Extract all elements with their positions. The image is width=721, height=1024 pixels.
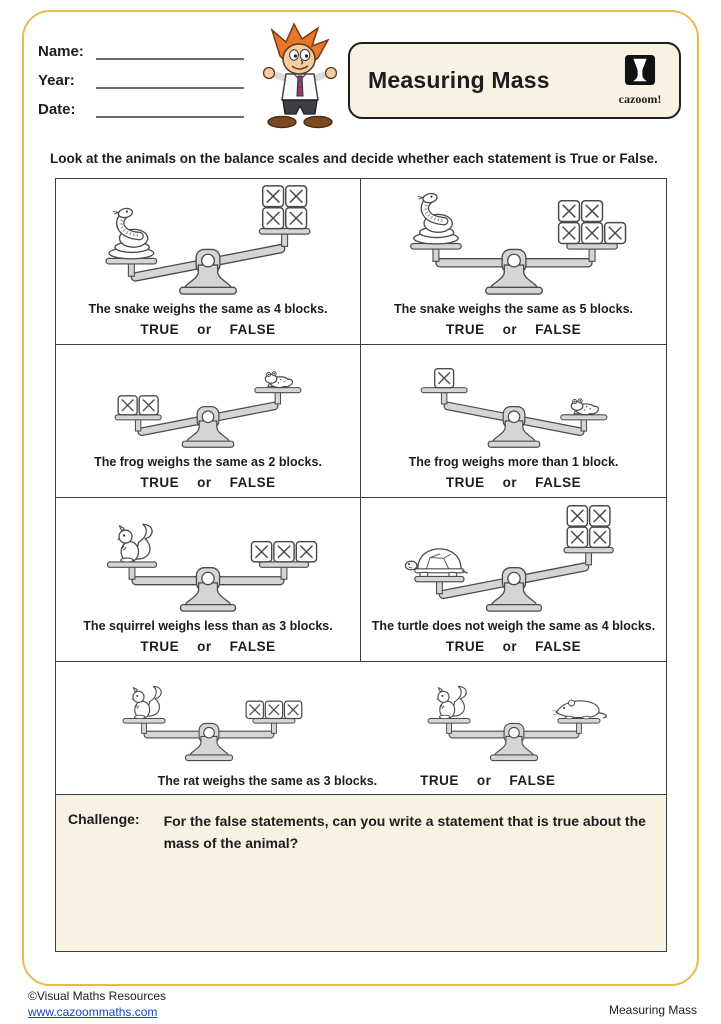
true-false-options: TRUE or FALSE: [411, 773, 564, 788]
false-option: FALSE: [535, 639, 582, 654]
title-box: Measuring Mass cazoom!: [348, 42, 681, 119]
question-cell-6: The turtle does not weigh the same as 4 …: [361, 498, 666, 662]
cazoom-logo: cazoom!: [611, 54, 669, 107]
question-cell-5: The squirrel weighs less than as 3 block…: [56, 498, 361, 662]
year-field-row: Year:: [38, 69, 244, 89]
true-false-options: TRUE or FALSE: [131, 475, 284, 490]
true-option: TRUE: [445, 322, 485, 337]
question-cell-4: The frog weighs more than 1 block. TRUE o…: [361, 345, 666, 498]
statement-text: The snake weighs the same as 4 blocks.: [88, 302, 328, 316]
false-option: FALSE: [229, 475, 276, 490]
question-cell-1: The snake weighs the same as 4 blocks. T…: [56, 179, 361, 345]
challenge-section: Challenge: For the false statements, can…: [56, 795, 666, 951]
or-label: or: [502, 322, 518, 337]
balance-scale-squirrel-3blocks: [68, 504, 348, 614]
challenge-label: Challenge:: [68, 811, 140, 827]
instruction-text: Look at the animals on the balance scale…: [50, 151, 658, 166]
year-label: Year:: [38, 72, 75, 89]
true-option: TRUE: [140, 475, 180, 490]
mascot-illustration: [252, 22, 348, 143]
question-cell-7: The rat weighs the same as 3 blocks. TRU…: [56, 662, 666, 795]
or-label: or: [502, 639, 518, 654]
statement-text: The squirrel weighs less than as 3 block…: [83, 619, 333, 633]
false-option: FALSE: [535, 322, 582, 337]
wide-statement-row: The rat weighs the same as 3 blocks. TRU…: [56, 767, 666, 788]
name-field-row: Name:: [38, 40, 244, 60]
balance-scale-snake-4blocks: [68, 184, 348, 297]
statement-text: The turtle does not weigh the same as 4 …: [371, 619, 656, 633]
or-label: or: [502, 475, 518, 490]
copyright-text: ©Visual Maths Resources: [28, 989, 167, 1003]
or-label: or: [476, 773, 492, 788]
footer-title: Measuring Mass: [608, 1003, 697, 1017]
cazoom-logo-text: cazoom!: [618, 92, 662, 106]
or-label: or: [197, 639, 212, 654]
false-option: FALSE: [229, 639, 276, 654]
true-option: TRUE: [140, 639, 180, 654]
true-option: TRUE: [140, 322, 180, 337]
false-option: FALSE: [229, 322, 276, 337]
statement-text: The frog weighs the same as 2 blocks.: [94, 455, 322, 469]
statement-text: The snake weighs the same as 5 blocks.: [394, 302, 633, 316]
true-false-options: TRUE or FALSE: [437, 322, 590, 337]
date-write-line: [96, 100, 244, 118]
or-label: or: [197, 322, 212, 337]
statement-text: The rat weighs the same as 3 blocks.: [157, 774, 378, 788]
website-link[interactable]: www.cazoommaths.com: [28, 1005, 158, 1020]
name-write-line: [96, 42, 244, 60]
date-label: Date:: [38, 101, 76, 118]
page-title: Measuring Mass: [368, 67, 550, 93]
true-option: TRUE: [445, 639, 485, 654]
name-label: Name:: [38, 43, 84, 60]
or-label: or: [197, 475, 212, 490]
balance-scale-squirrel-3blocks: [69, 669, 349, 763]
balance-scale-turtle-4blocks: [374, 504, 654, 614]
true-false-options: TRUE or FALSE: [131, 639, 284, 654]
challenge-text: For the false statements, can you write …: [163, 813, 646, 851]
true-false-options: TRUE or FALSE: [437, 475, 590, 490]
true-false-options: TRUE or FALSE: [131, 322, 284, 337]
balance-scale-squirrel-rat: [374, 669, 654, 763]
balance-scale-1block-frog: [374, 347, 654, 450]
question-cell-3: The frog weighs the same as 2 blocks. TR…: [56, 345, 361, 498]
cazoom-logo-icon: [624, 54, 656, 86]
date-field-row: Date:: [38, 98, 244, 118]
balance-scale-snake-5blocks: [374, 184, 654, 297]
balance-scale-2blocks-frog: [68, 347, 348, 450]
question-cell-2: The snake weighs the same as 5 blocks. T…: [361, 179, 666, 345]
statement-text: The frog weighs more than 1 block.: [408, 455, 619, 469]
true-false-options: TRUE or FALSE: [437, 639, 590, 654]
scale-pair: [56, 669, 666, 763]
true-option: TRUE: [445, 475, 485, 490]
false-option: FALSE: [535, 475, 582, 490]
year-write-line: [96, 71, 244, 89]
footer-left: ©Visual Maths Resources www.cazoommaths.…: [28, 988, 166, 1020]
false-option: FALSE: [509, 773, 556, 788]
worksheet-grid: The snake weighs the same as 4 blocks. T…: [55, 178, 667, 952]
student-fields: Name: Year: Date:: [38, 40, 244, 127]
true-option: TRUE: [420, 773, 459, 788]
